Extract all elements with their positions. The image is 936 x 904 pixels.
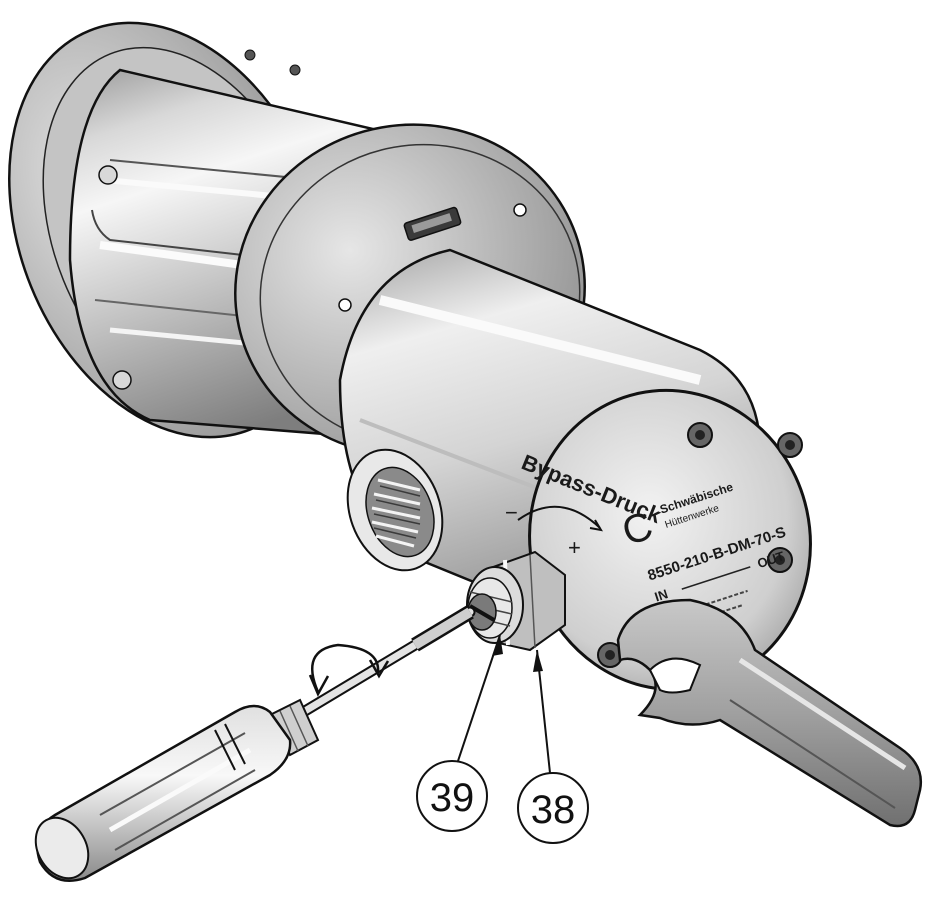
callout-38: 38 <box>517 649 589 844</box>
rotation-arrow-icon <box>308 643 390 697</box>
minus-sign: − <box>505 500 518 525</box>
nameplate-in-label: IN <box>653 586 670 604</box>
screwdriver <box>34 605 476 882</box>
threaded-port <box>346 448 444 572</box>
plus-sign: + <box>568 535 581 560</box>
callout-39: 39 <box>416 634 503 832</box>
callout-39-label: 39 <box>430 776 475 820</box>
adjusting-screw <box>467 577 513 639</box>
open-end-wrench <box>616 598 923 828</box>
callout-38-label: 38 <box>531 788 576 832</box>
connector-port-icon <box>403 206 462 241</box>
